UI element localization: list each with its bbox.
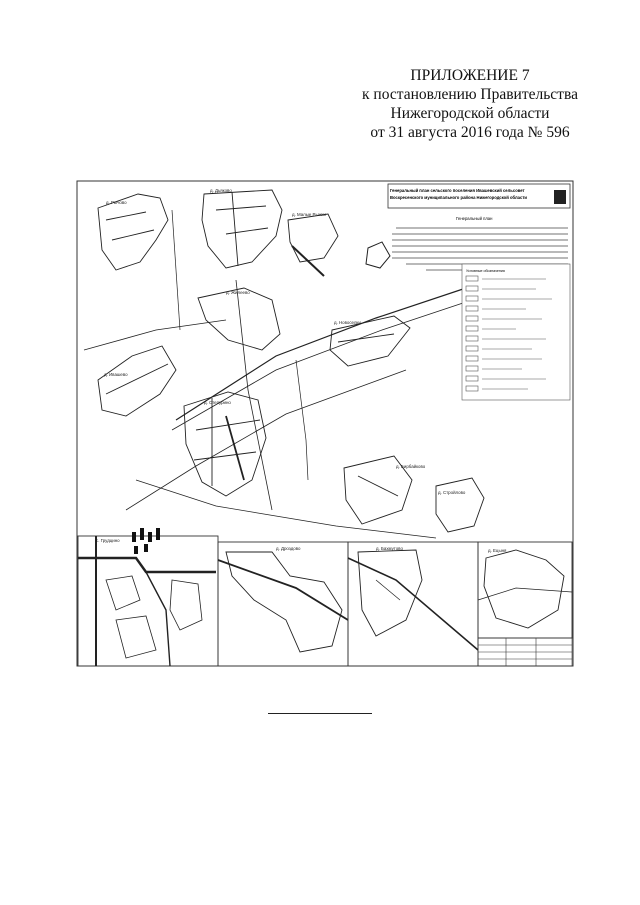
title-block: Генеральный план сельского поселения Ива… bbox=[387, 183, 571, 221]
settlement-dyakovo bbox=[201, 189, 283, 269]
label-stroilovo: д. Стройлово bbox=[438, 490, 466, 495]
label-zhileovo: д. Жилеево bbox=[226, 290, 250, 295]
region-emblem-icon bbox=[554, 190, 566, 204]
settlement-stepurino bbox=[183, 391, 267, 497]
road-network bbox=[83, 209, 479, 539]
map-title-line1: Генеральный план сельского поселения Ива… bbox=[390, 188, 525, 193]
label-ryzhovo: д. Рычово bbox=[106, 200, 127, 205]
legend: Условные обозначения bbox=[461, 263, 571, 401]
label-novoselka: д. Новоселки bbox=[334, 320, 361, 325]
label-bahmutovo: д. Бахмутово bbox=[376, 546, 403, 551]
label-malye-ryzhki: д. Малые Рыжки bbox=[292, 212, 326, 217]
label-birbaikovo: д. Бирбайково bbox=[396, 464, 426, 469]
pond bbox=[365, 241, 391, 269]
sheet-heading: Генеральный план bbox=[456, 216, 493, 221]
legend-heading: Условные обозначения bbox=[466, 269, 505, 273]
settlement-birbaikovo bbox=[343, 455, 413, 525]
label-dyakovo: д. Дьяково bbox=[210, 188, 232, 193]
inset-drozdovo bbox=[217, 541, 349, 667]
section-divider bbox=[268, 713, 372, 714]
settlement-ivashevo bbox=[97, 345, 177, 417]
label-drozdovo: д. Дроздово bbox=[276, 546, 301, 551]
region-name: Нижегородской области bbox=[390, 105, 550, 122]
map-title-line2: Воскресенского муниципального района Ниж… bbox=[390, 195, 527, 200]
settlement-ryzhovo bbox=[97, 193, 169, 271]
appendix-title: ПРИЛОЖЕНИЕ 7 bbox=[410, 67, 530, 84]
map-frame bbox=[76, 180, 574, 667]
label-stepurino: д. Степурино bbox=[204, 400, 231, 405]
label-grudtsyno: с. Грудцино bbox=[96, 538, 120, 543]
building-markers bbox=[132, 528, 160, 554]
description-text-block bbox=[392, 227, 568, 271]
document-header: ПРИЛОЖЕНИЕ 7 к постановлению Правительст… bbox=[320, 66, 620, 142]
general-plan-map: Генеральный план сельского поселения Ива… bbox=[76, 180, 574, 667]
settlement-stroilovo bbox=[435, 477, 485, 533]
resolution-date: от 31 августа 2016 года № 596 bbox=[370, 124, 570, 141]
stamp-table bbox=[477, 637, 573, 667]
resolution-reference: к постановлению Правительства bbox=[362, 86, 578, 103]
settlement-zhileovo bbox=[197, 287, 281, 351]
settlement-malye-ryzhki bbox=[287, 213, 339, 277]
label-ivashevo: д. Ивашево bbox=[104, 372, 128, 377]
label-yatsynino: д. Ецыня bbox=[488, 548, 507, 553]
